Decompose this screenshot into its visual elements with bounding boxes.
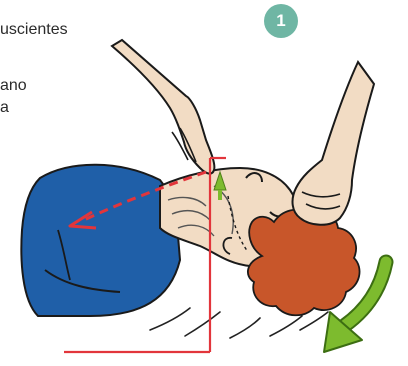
- hand-on-forehead-icon: [293, 62, 374, 225]
- hand-on-chin-icon: [112, 40, 214, 174]
- patient-torso: [21, 165, 180, 316]
- patient-hair: [248, 210, 360, 315]
